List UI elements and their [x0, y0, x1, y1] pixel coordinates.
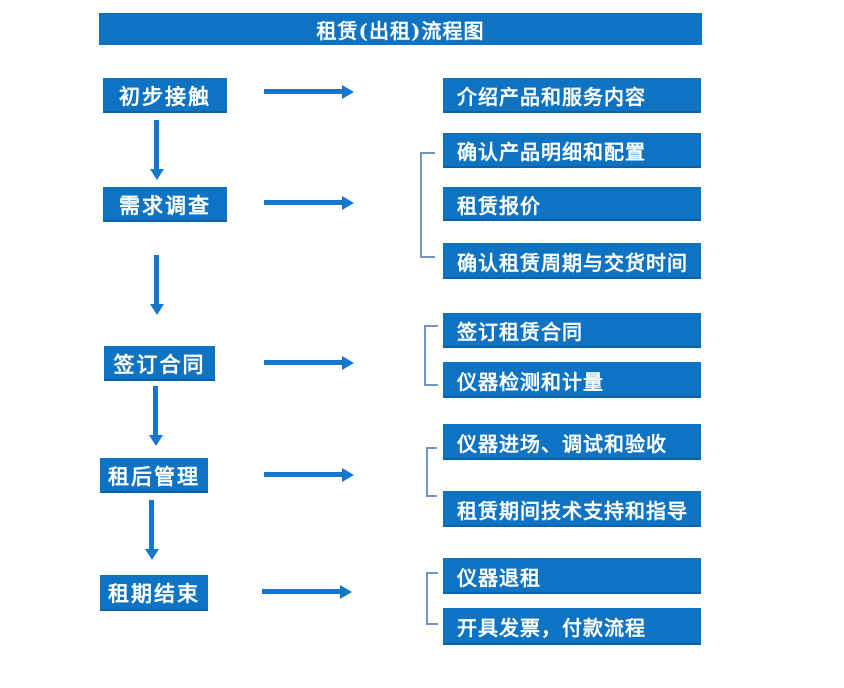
bracket-group-lease-end	[426, 572, 438, 625]
detail-confirm-product-config: 确认产品明细和配置	[443, 133, 701, 168]
bracket-group-post-rental	[426, 447, 437, 497]
detail-instrument-testing: 仪器检测和计量	[443, 362, 701, 398]
arrow-right-icon-3	[264, 356, 354, 370]
stage-lease-end: 租期结束	[100, 575, 208, 611]
arrow-shaft	[154, 255, 159, 304]
arrow-head	[150, 169, 164, 180]
arrow-head	[342, 356, 354, 370]
arrow-right-icon-5	[262, 585, 352, 599]
stage-initial-contact: 初步接触	[103, 78, 227, 113]
stage-post-rental-management: 租后管理	[100, 458, 208, 493]
arrow-shaft	[154, 120, 159, 169]
arrow-down-icon-1	[150, 120, 164, 180]
arrow-shaft	[264, 472, 342, 477]
stage-sign-contract: 签订合同	[104, 346, 215, 381]
arrow-shaft	[153, 386, 158, 435]
arrow-right-icon-2	[264, 196, 354, 210]
detail-tech-support: 租赁期间技术支持和指导	[443, 491, 701, 527]
arrow-head	[342, 468, 354, 482]
arrow-down-icon-3	[149, 386, 163, 446]
arrow-head	[150, 304, 164, 315]
arrow-right-icon-1	[264, 85, 354, 99]
detail-confirm-rental-period: 确认租赁周期与交货时间	[443, 243, 701, 279]
bracket-group-demand-survey	[420, 152, 435, 258]
arrow-down-icon-4	[145, 500, 159, 560]
arrow-head	[145, 549, 159, 560]
arrow-shaft	[264, 89, 342, 94]
arrow-down-icon-2	[150, 255, 164, 315]
detail-sign-rental-contract: 签订租赁合同	[443, 313, 701, 348]
arrow-head	[342, 85, 354, 99]
arrow-head	[340, 585, 352, 599]
bracket-group-sign-contract	[424, 325, 438, 386]
arrow-head	[342, 196, 354, 210]
arrow-shaft	[149, 500, 154, 549]
detail-rental-quotation: 租赁报价	[443, 187, 701, 221]
arrow-shaft	[262, 589, 340, 594]
detail-instrument-return: 仪器退租	[443, 558, 701, 594]
detail-invoice-payment: 开具发票，付款流程	[443, 608, 701, 645]
diagram-title: 租赁(出租)流程图	[99, 13, 702, 45]
arrow-shaft	[264, 200, 342, 205]
arrow-right-icon-4	[264, 468, 354, 482]
stage-demand-survey: 需求调查	[103, 187, 227, 222]
detail-introduce-products: 介绍产品和服务内容	[443, 78, 701, 113]
detail-instrument-setup: 仪器进场、调试和验收	[443, 424, 701, 460]
arrow-shaft	[264, 360, 342, 365]
arrow-head	[149, 435, 163, 446]
